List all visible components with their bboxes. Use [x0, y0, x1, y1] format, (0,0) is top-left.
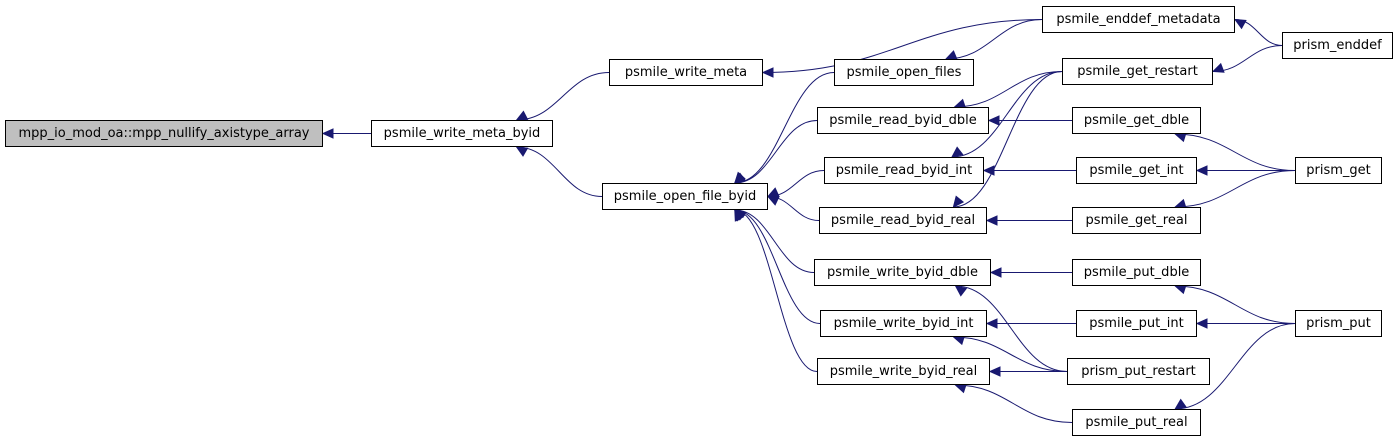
node-prism-put-restart[interactable]: prism_put_restart [1067, 358, 1210, 385]
edge-prism-enddef-to-get-restart [1212, 45, 1283, 72]
node-write-byid-real[interactable]: psmile_write_byid_real [817, 358, 990, 385]
edge-enddef-metadata-to-write-meta [762, 19, 1043, 73]
arrowhead-prism-put-restart-to-write-byid-real [988, 366, 1001, 377]
edge-prism-get-to-get-dble [1175, 133, 1296, 171]
arrowhead-write-byid-real-to-open-file-byid [734, 208, 745, 222]
node-put-dble[interactable]: psmile_put_dble [1072, 259, 1201, 286]
node-open-files[interactable]: psmile_open_files [834, 59, 974, 86]
edge-prism-put-to-put-real [1175, 323, 1296, 410]
arrowhead-put-int-to-write-byid-int [985, 318, 998, 329]
edge-open-file-byid-to-write-meta-byid [516, 146, 603, 197]
node-root: mpp_io_mod_oa::mpp_nullify_axistype_arra… [5, 120, 323, 147]
node-get-restart[interactable]: psmile_get_restart [1062, 58, 1213, 85]
arrowhead-read-byid-dble-to-open-file-byid [733, 172, 747, 184]
node-put-real[interactable]: psmile_put_real [1072, 409, 1201, 436]
arrowhead-read-byid-int-to-open-file-byid [766, 187, 780, 198]
arrowhead-prism-put-to-put-real [1174, 398, 1187, 410]
arrowhead-get-restart-to-read-byid-int [951, 146, 964, 158]
edge-write-byid-dble-to-open-file-byid [734, 209, 815, 273]
edge-enddef-metadata-to-open-files [945, 19, 1043, 60]
node-read-byid-int[interactable]: psmile_read_byid_int [824, 157, 984, 184]
node-get-dble[interactable]: psmile_get_dble [1072, 107, 1201, 134]
edge-prism-get-to-get-real [1175, 170, 1296, 208]
edge-read-byid-dble-to-open-file-byid [734, 120, 818, 184]
arrowhead-get-int-to-read-byid-int [982, 165, 995, 176]
arrowhead-prism-enddef-to-get-restart [1211, 62, 1225, 73]
edge-get-restart-to-read-byid-dble [954, 71, 1063, 108]
node-open-file-byid[interactable]: psmile_open_file_byid [602, 183, 768, 210]
arrowhead-prism-put-restart-to-write-byid-dble [954, 285, 968, 297]
arrowhead-get-dble-to-read-byid-dble [987, 115, 1000, 126]
arrowhead-open-file-byid-to-write-meta-byid [515, 146, 529, 157]
arrowhead-get-real-to-read-byid-real [985, 215, 998, 226]
edge-prism-put-restart-to-write-byid-int [953, 336, 1068, 372]
edge-get-restart-to-read-byid-real [953, 71, 1063, 208]
node-put-int[interactable]: psmile_put_int [1076, 310, 1197, 337]
arrowhead-get-restart-to-read-byid-real [952, 195, 965, 208]
node-enddef-metadata[interactable]: psmile_enddef_metadata [1042, 6, 1235, 33]
node-read-byid-real[interactable]: psmile_read_byid_real [819, 207, 987, 234]
node-prism-get[interactable]: prism_get [1295, 157, 1382, 184]
arrowhead-put-real-to-write-byid-real [954, 383, 968, 394]
node-get-real[interactable]: psmile_get_real [1072, 207, 1201, 234]
arrowhead-read-byid-real-to-open-file-byid [766, 195, 780, 206]
node-get-int[interactable]: psmile_get_int [1076, 157, 1197, 184]
arrowhead-prism-put-to-put-int [1195, 318, 1208, 329]
arrowhead-write-meta-to-write-meta-byid [515, 110, 529, 121]
node-write-byid-dble[interactable]: psmile_write_byid_dble [814, 259, 991, 286]
node-prism-enddef[interactable]: prism_enddef [1282, 32, 1393, 59]
node-read-byid-dble[interactable]: psmile_read_byid_dble [817, 107, 989, 134]
edge-put-real-to-write-byid-real [955, 384, 1073, 423]
edge-prism-put-restart-to-write-byid-dble [955, 285, 1068, 372]
node-write-byid-int[interactable]: psmile_write_byid_int [820, 310, 987, 337]
node-write-meta[interactable]: psmile_write_meta [609, 59, 763, 86]
arrowhead-enddef-metadata-to-write-meta [761, 67, 774, 78]
arrowhead-put-dble-to-write-byid-dble [989, 267, 1002, 278]
edge-prism-put-to-put-dble [1175, 285, 1296, 324]
edge-write-meta-to-write-meta-byid [516, 72, 610, 121]
node-write-meta-byid[interactable]: psmile_write_meta_byid [371, 120, 553, 147]
edge-open-files-to-open-file-byid [734, 72, 835, 184]
edge-write-byid-int-to-open-file-byid [734, 209, 821, 324]
arrowhead-prism-enddef-to-enddef-metadata [1233, 18, 1247, 30]
edge-write-byid-real-to-open-file-byid [734, 209, 818, 372]
edge-get-restart-to-read-byid-int [951, 71, 1063, 158]
arrowhead-write-meta-byid-to-root [321, 128, 334, 139]
node-prism-put[interactable]: prism_put [1295, 310, 1382, 337]
arrowhead-prism-get-to-get-int [1195, 165, 1208, 176]
